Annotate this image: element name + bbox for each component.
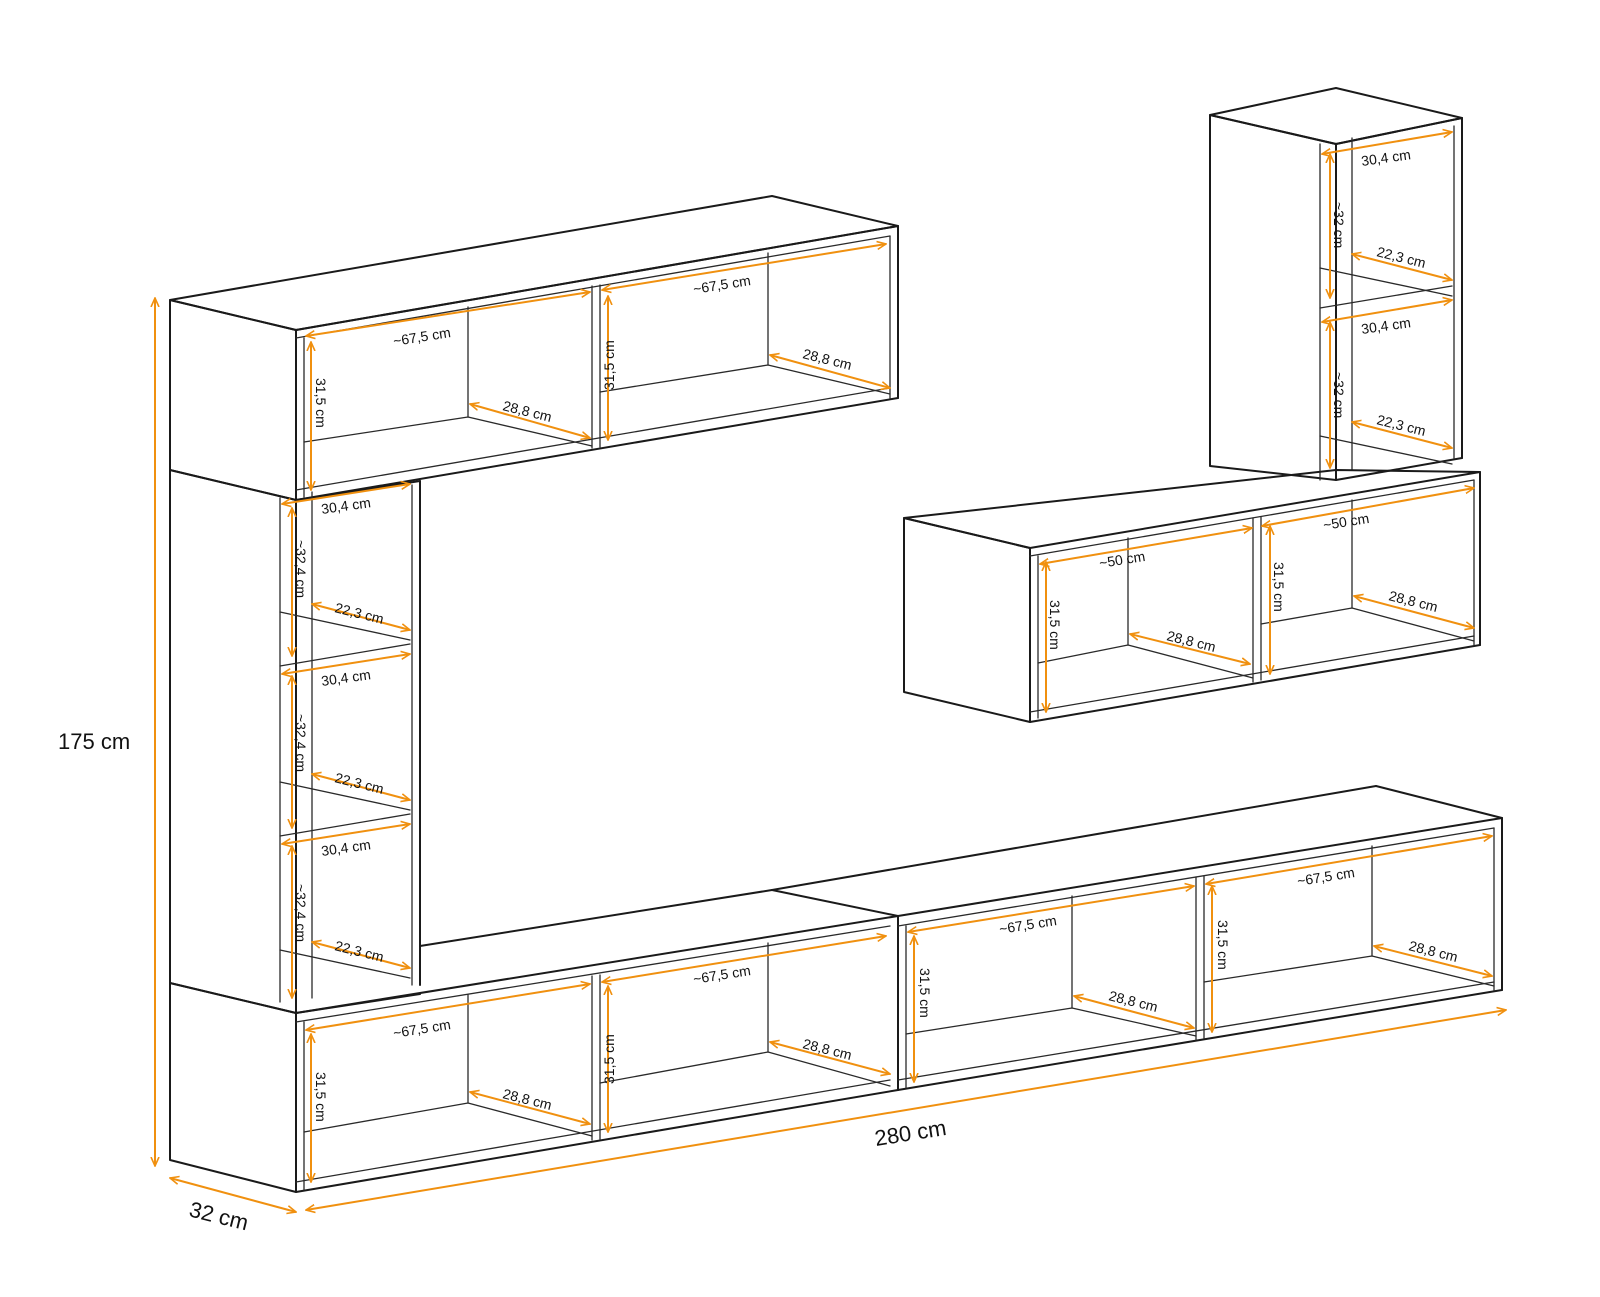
- left-tower-dimensions: 30,4 cm ~32,4 cm 22,3 cm 30,4 cm ~32,4 c…: [282, 484, 410, 998]
- right-middle-shelf-dimensions: ~50 cm ~50 cm 31,5 cm 31,5 cm 28,8 cm 28…: [1040, 488, 1474, 712]
- right-tower-dimensions: 30,4 cm ~32 cm 22,3 cm 30,4 cm ~32 cm 22…: [1322, 132, 1452, 468]
- left-tower-height-1: ~32,4 cm: [293, 540, 309, 598]
- bottom-left-height-1: 31,5 cm: [313, 1072, 329, 1122]
- left-tower-width-1: 30,4 cm: [320, 494, 372, 517]
- right-tower-height-1: ~32 cm: [1331, 202, 1347, 248]
- top-left-height-1: 31,5 cm: [313, 378, 329, 428]
- top-left-shelf-dimensions: ~67,5 cm ~67,5 cm 31,5 cm 31,5 cm 28,8 c…: [306, 244, 890, 490]
- top-left-width-1: ~67,5 cm: [392, 324, 452, 349]
- left-tower-width-2: 30,4 cm: [320, 666, 372, 689]
- right-middle-height-1: 31,5 cm: [1047, 600, 1063, 650]
- left-tower-height-3: ~32,4 cm: [293, 884, 309, 942]
- left-tower-height-2: ~32,4 cm: [293, 714, 309, 772]
- right-tower-module: [1209, 87, 1463, 481]
- top-left-width-2: ~67,5 cm: [692, 272, 752, 297]
- right-middle-height-2: 31,5 cm: [1271, 562, 1287, 612]
- right-tower-width-1: 30,4 cm: [1360, 146, 1412, 169]
- top-left-depth-2: 28,8 cm: [801, 345, 853, 373]
- overall-depth-label: 32 cm: [187, 1197, 251, 1236]
- right-middle-depth-1: 28,8 cm: [1165, 627, 1217, 655]
- bottom-left-width-1: ~67,5 cm: [392, 1016, 452, 1041]
- right-middle-width-1: ~50 cm: [1098, 548, 1146, 571]
- left-tower-depth-3: 22,3 cm: [333, 937, 385, 965]
- bottom-right-height-2: 31,5 cm: [1215, 920, 1231, 970]
- bottom-left-depth-2: 28,8 cm: [801, 1035, 853, 1063]
- bottom-right-height-1: 31,5 cm: [917, 968, 933, 1018]
- overall-dimensions: 175 cm 32 cm 280 cm: [58, 298, 1506, 1235]
- top-left-height-2: 31,5 cm: [601, 340, 617, 390]
- overall-width-label: 280 cm: [873, 1115, 948, 1151]
- bottom-left-height-2: 31,5 cm: [601, 1034, 617, 1084]
- top-left-shelf-module: [169, 195, 899, 501]
- overall-height-label: 175 cm: [58, 729, 130, 754]
- left-tower-depth-2: 22,3 cm: [333, 769, 385, 797]
- left-tower-depth-1: 22,3 cm: [333, 599, 385, 627]
- bottom-left-unit-module: [169, 889, 899, 1193]
- left-tower-width-3: 30,4 cm: [320, 836, 372, 859]
- right-tower-width-2: 30,4 cm: [1360, 314, 1412, 337]
- width-dimension-line: [306, 1010, 1506, 1210]
- depth-dimension-line: [170, 1178, 296, 1212]
- bottom-left-depth-1: 28,8 cm: [501, 1085, 553, 1113]
- bottom-right-unit-dimensions: ~67,5 cm ~67,5 cm 31,5 cm 31,5 cm 28,8 c…: [908, 836, 1492, 1082]
- right-tower-height-2: ~32 cm: [1331, 372, 1347, 418]
- bottom-right-unit-module: [771, 785, 1503, 1091]
- right-middle-width-2: ~50 cm: [1322, 510, 1370, 533]
